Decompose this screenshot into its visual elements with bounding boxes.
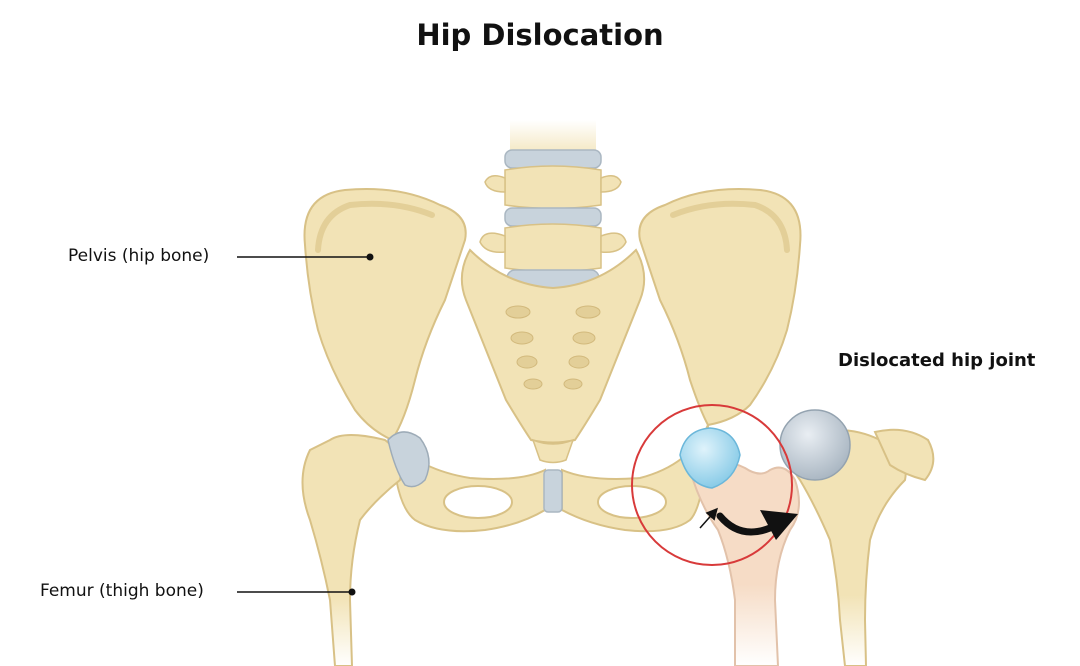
dislocated-hip-label: Dislocated hip joint: [838, 350, 1036, 371]
coccyx: [531, 438, 575, 464]
lumbar-spine: [479, 120, 627, 291]
vertebra: [504, 223, 602, 273]
femur-label: Femur (thigh bone): [40, 581, 204, 601]
dislocated-femoral-head: [679, 427, 741, 489]
left-iliac-wing: [303, 188, 467, 442]
sacral-foramina: [505, 305, 601, 390]
sacrum: [460, 248, 646, 444]
right-iliac-wing: [638, 188, 802, 427]
right-femoral-head: [779, 409, 851, 481]
femur-leader-dot: [348, 588, 356, 596]
left-femur: [301, 434, 402, 666]
small-direction-arrow: [699, 507, 718, 529]
vertebra: [504, 165, 602, 210]
dislocation-arrow: [716, 512, 774, 536]
pelvis-leader-dot: [366, 253, 374, 261]
dislocation-highlight-circle: [631, 404, 793, 566]
diagram-title: Hip Dislocation: [416, 18, 664, 52]
left-femoral-head-cartilage: [387, 431, 430, 488]
pelvis-label: Pelvis (hip bone): [68, 246, 210, 266]
pubic-symphysis: [543, 469, 563, 513]
obturator-foramen: [443, 485, 513, 519]
